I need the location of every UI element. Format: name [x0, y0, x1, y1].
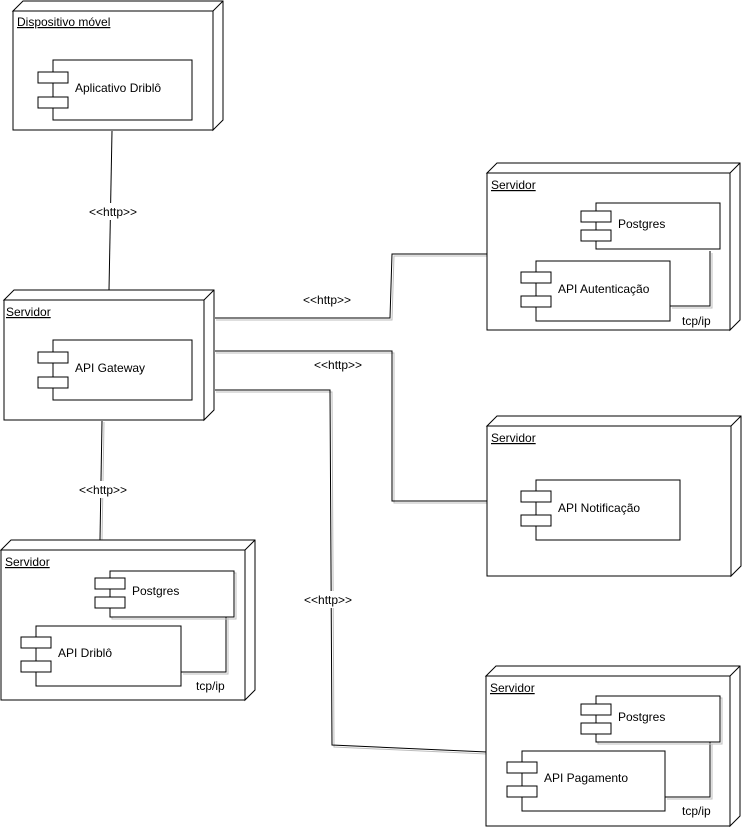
node-mobile-device[interactable]: Dispositivo móvel Aplicativo Driblô [11, 0, 224, 132]
component-aplicativo[interactable]: Aplicativo Driblô [37, 59, 193, 121]
component-api-gateway[interactable]: API Gateway [37, 339, 193, 401]
component-label: API Autenticação [558, 282, 650, 296]
component-icon [520, 271, 552, 284]
edge-gateway-driblo [99, 420, 103, 541]
component-api-pagamento[interactable]: API Pagamento [506, 750, 666, 812]
component-label: Postgres [132, 584, 179, 598]
component-label: Postgres [618, 710, 665, 724]
component-label: API Pagamento [544, 771, 628, 785]
component-label: Postgres [618, 217, 665, 231]
db-link [670, 251, 711, 307]
node-title: Servidor [490, 681, 535, 695]
component-api-notificacao[interactable]: API Notificação [520, 479, 681, 541]
component-api-driblo[interactable]: API Driblô [20, 625, 182, 687]
node-auth-server[interactable]: Servidor Postgres API Autenticação tcp/i… [485, 162, 741, 332]
db-link-label: tcp/ip [682, 314, 711, 328]
component-postgres[interactable]: Postgres [580, 695, 723, 745]
edge-gateway-auth [215, 253, 487, 319]
edge-gateway-notif [215, 350, 487, 502]
label-gateway-auth: <<http>> [303, 293, 351, 307]
node-title: Dispositivo móvel [17, 15, 110, 29]
db-link [181, 616, 227, 673]
node-title: Servidor [5, 555, 50, 569]
label-gateway-payment: <<http>> [304, 593, 352, 607]
node-title: Servidor [491, 431, 536, 445]
node-notification-server[interactable]: Servidor API Notificação [485, 415, 742, 578]
component-icon [20, 636, 52, 649]
node-title: Servidor [6, 305, 51, 319]
component-postgres[interactable]: Postgres [580, 202, 721, 250]
node-gateway-server[interactable]: Servidor API Gateway [2, 289, 215, 422]
component-postgres[interactable]: Postgres [94, 570, 237, 620]
component-label: API Notificação [558, 501, 640, 515]
component-label: Aplicativo Driblô [75, 81, 161, 95]
component-api-autenticacao[interactable]: API Autenticação [520, 260, 671, 322]
node-title: Servidor [491, 178, 536, 192]
component-icon [506, 761, 538, 774]
component-icon [37, 71, 69, 84]
component-icon [520, 490, 552, 503]
edge-gateway-payment [215, 389, 488, 753]
label-mobile-gateway: <<http>> [89, 205, 137, 219]
component-icon [37, 351, 69, 364]
component-label: API Driblô [58, 646, 112, 660]
node-payment-server[interactable]: Servidor Postgres API Pagamento tcp/ip [484, 665, 741, 827]
node-driblo-server[interactable]: Servidor Postgres API Driblô tcp/ip [0, 539, 256, 702]
db-link-label: tcp/ip [196, 679, 225, 693]
label-gateway-notif: <<http>> [314, 358, 362, 372]
db-link-label: tcp/ip [682, 804, 711, 818]
component-icon [580, 703, 612, 716]
component-icon [94, 577, 126, 590]
component-label: API Gateway [75, 361, 145, 375]
label-gateway-driblo: <<http>> [79, 483, 127, 497]
db-link [665, 742, 711, 798]
component-icon [580, 210, 612, 223]
connection-labels: <<http>> <<http>> <<http>> <<http>> <<ht… [76, 203, 362, 608]
